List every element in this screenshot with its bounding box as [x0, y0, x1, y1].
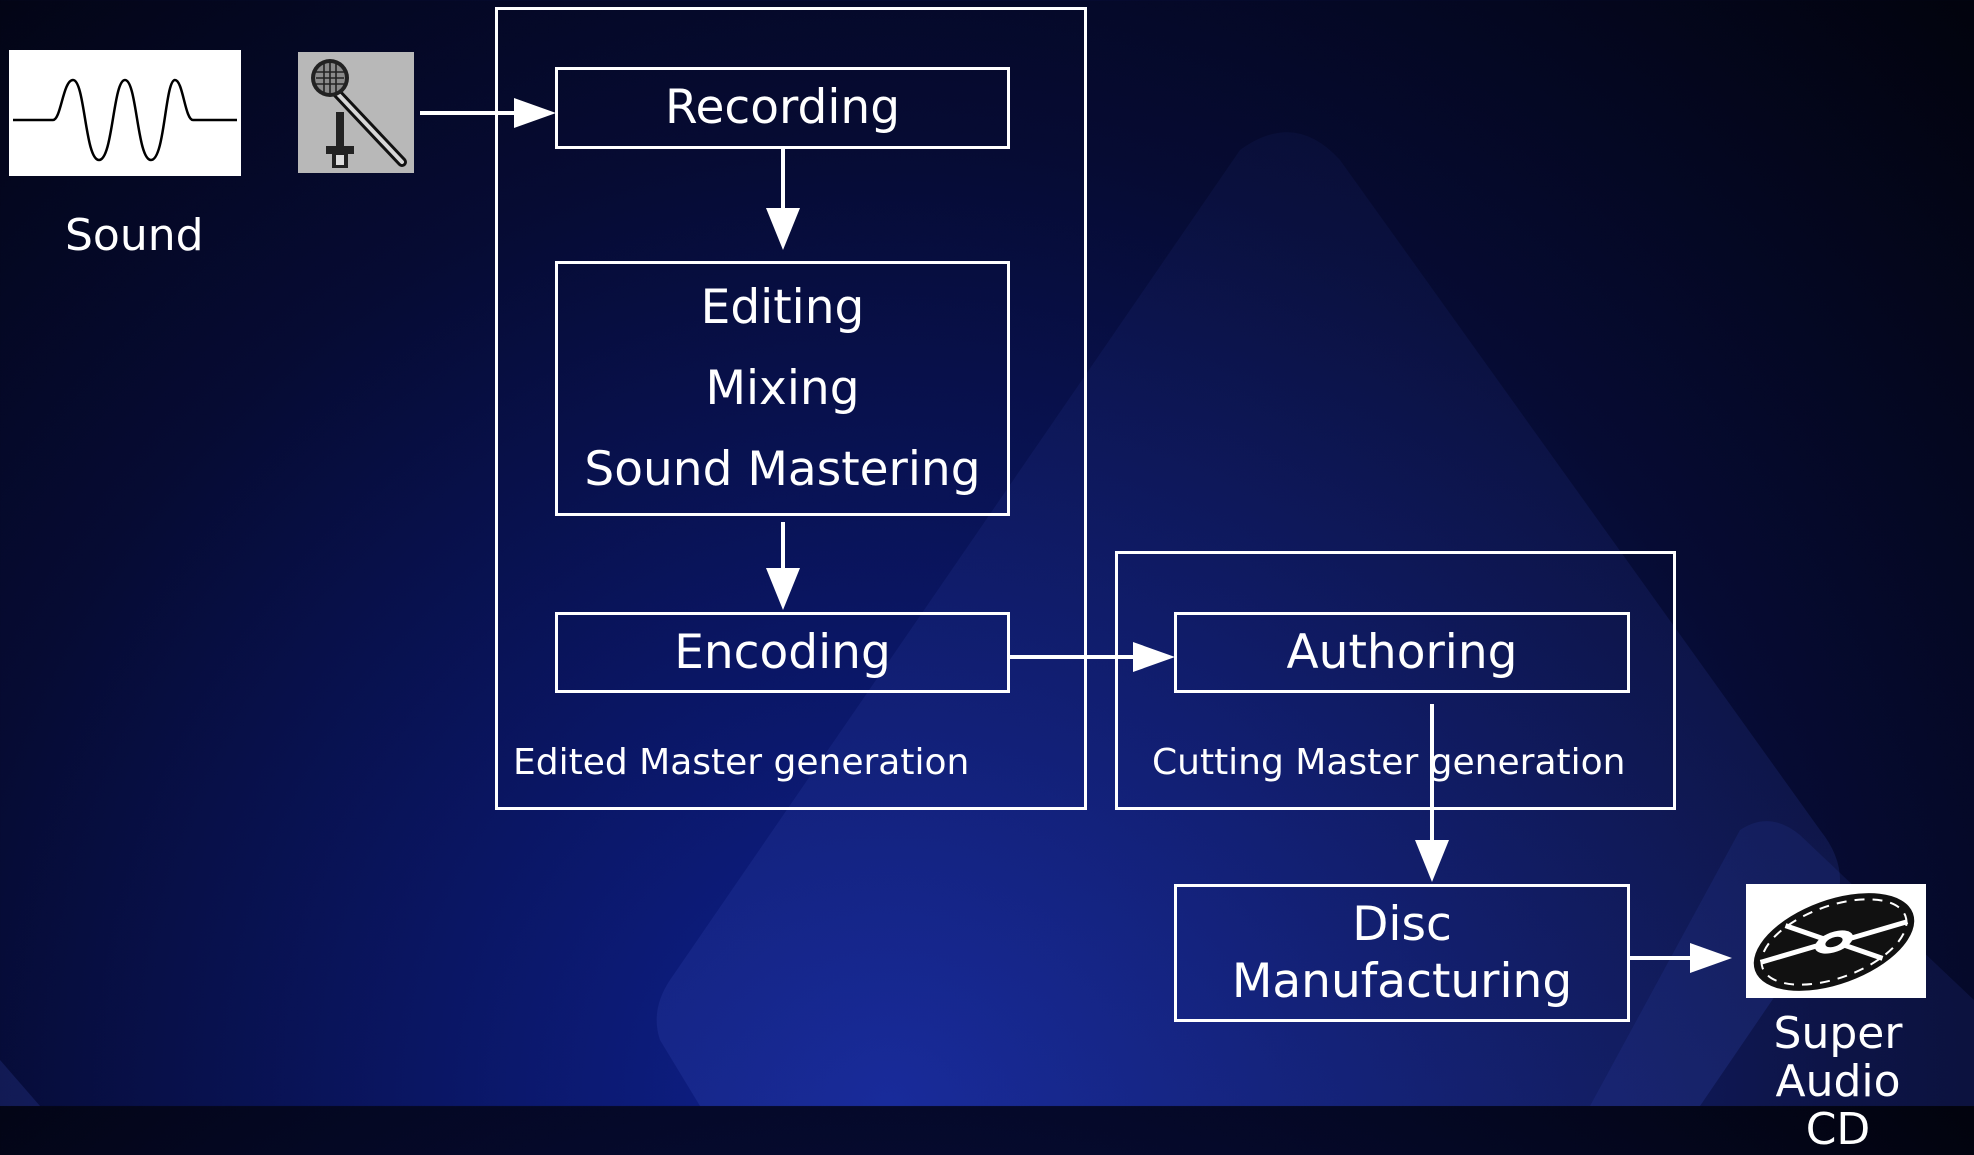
waveform-icon [9, 50, 241, 176]
sound-mastering-label: Sound Mastering [584, 442, 981, 497]
editing-label: Editing [700, 280, 865, 335]
edited-master-group [495, 7, 1087, 810]
authoring-step: Authoring [1174, 612, 1630, 693]
mixing-label: Mixing [705, 361, 860, 416]
encoding-step: Encoding [555, 612, 1010, 693]
authoring-label: Authoring [1286, 624, 1518, 680]
recording-step: Recording [555, 67, 1010, 149]
microphone-icon [298, 52, 414, 173]
source-label: Sound [65, 210, 204, 261]
cutting-master-group [1115, 551, 1676, 810]
disc-label: Disc [1352, 897, 1452, 952]
disc-icon [1746, 884, 1926, 998]
flow-connectors [0, 0, 1974, 1106]
manufacturing-label: Manufacturing [1231, 954, 1573, 1009]
disc-manufacturing-step: Disc Manufacturing [1174, 884, 1630, 1022]
encoding-label: Encoding [674, 624, 891, 680]
output-label-line-2: CD [1805, 1104, 1871, 1155]
recording-label: Recording [664, 80, 901, 136]
editing-step: Editing Mixing Sound Mastering [555, 261, 1010, 516]
output-label: Super Audio CD [1706, 1010, 1970, 1154]
edited-master-caption: Edited Master generation [513, 742, 970, 783]
output-label-line-1: Super Audio [1773, 1008, 1903, 1107]
cutting-master-caption: Cutting Master generation [1152, 742, 1626, 783]
